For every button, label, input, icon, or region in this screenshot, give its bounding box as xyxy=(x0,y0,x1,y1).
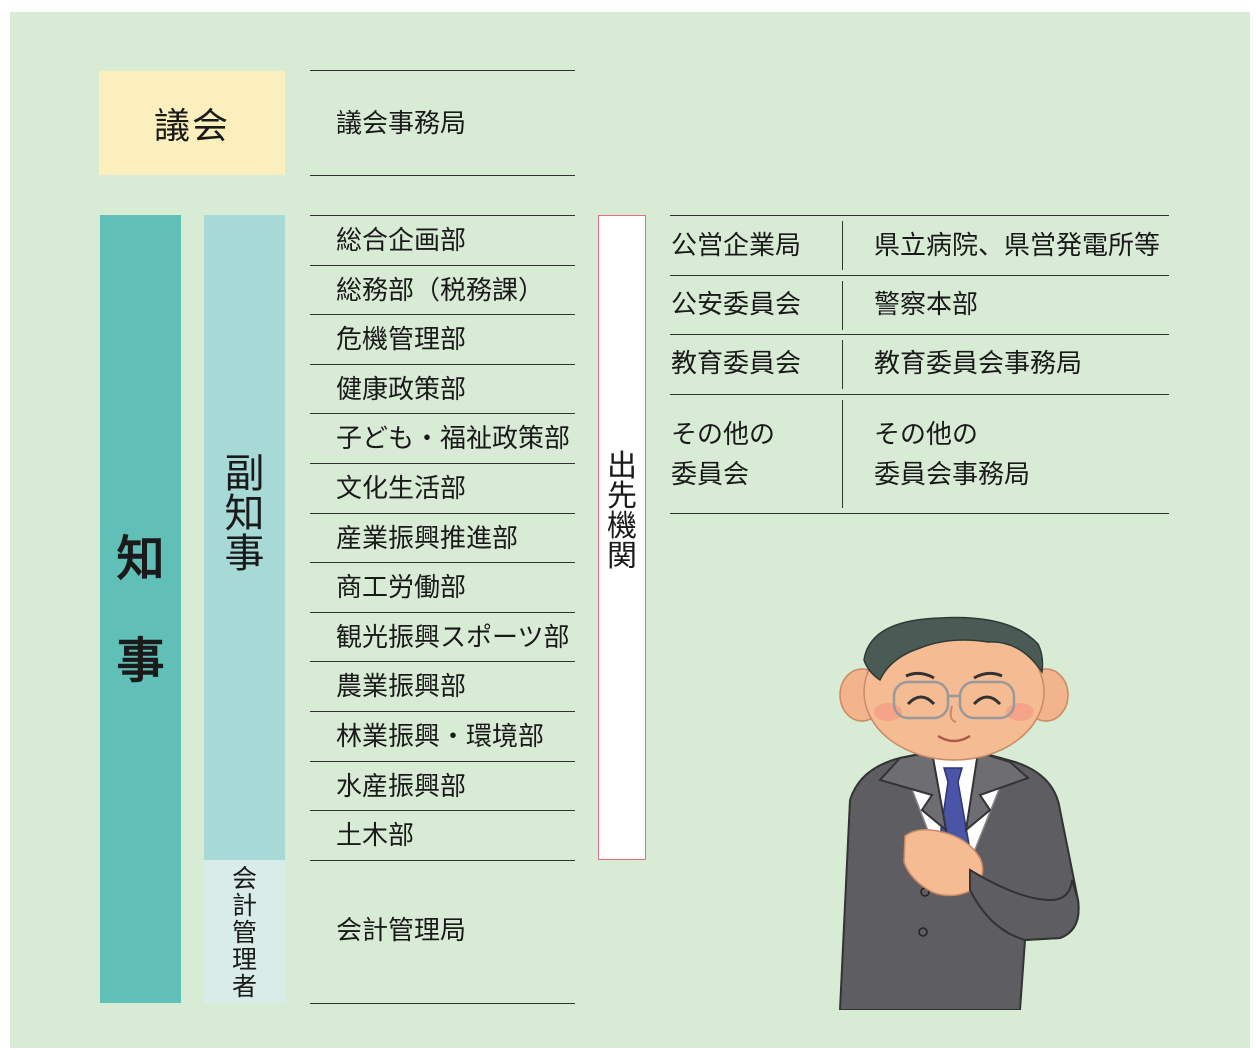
branch-offices-char: 先 xyxy=(607,479,637,514)
vice-governor-char: 副 xyxy=(224,451,265,497)
department-item: 農業振興部 xyxy=(336,672,467,702)
agency-office: 県立病院、県営発電所等 xyxy=(874,231,1161,261)
agency-name: 委員会 xyxy=(671,460,750,490)
department-item: 観光振興スポーツ部 xyxy=(336,623,570,653)
assembly-office: 議会事務局 xyxy=(336,109,467,139)
divider xyxy=(670,513,1169,514)
accounting-manager-char: 計 xyxy=(231,891,257,920)
divider xyxy=(310,661,575,662)
accounting-manager-label: 会 計 管 理 者 xyxy=(204,866,285,1001)
department-item: 総合企画部 xyxy=(336,226,467,256)
branch-offices-box xyxy=(598,215,646,860)
department-item: 危機管理部 xyxy=(336,325,467,355)
assembly-box: 議会 xyxy=(99,71,285,175)
branch-offices-char: 機 xyxy=(607,509,637,544)
divider xyxy=(310,364,575,365)
divider xyxy=(310,1003,575,1004)
divider xyxy=(310,562,575,563)
department-item: 文化生活部 xyxy=(336,474,467,504)
divider xyxy=(310,314,575,315)
department-item: 子ども・福祉政策部 xyxy=(336,424,571,454)
department-item: 水産振興部 xyxy=(336,772,467,802)
divider xyxy=(310,860,575,861)
divider xyxy=(310,175,575,176)
department-item: 土木部 xyxy=(336,821,415,851)
accounting-manager-box xyxy=(204,860,285,1003)
department-item: 健康政策部 xyxy=(336,375,467,405)
agency-name: その他の xyxy=(671,420,776,450)
assembly-label: 議会 xyxy=(153,106,230,147)
department-item: 総務部（税務課） xyxy=(336,276,545,306)
column-divider xyxy=(842,400,843,508)
accounting-manager-char: 管 xyxy=(231,918,257,947)
accounting-office: 会計管理局 xyxy=(336,916,467,946)
divider xyxy=(310,215,575,216)
accounting-manager-char: 者 xyxy=(231,972,257,1001)
divider xyxy=(310,413,575,414)
vice-governor-label: 副 知 事 xyxy=(204,454,285,574)
department-item: 産業振興推進部 xyxy=(336,524,519,554)
divider xyxy=(310,761,575,762)
vice-governor-char: 知 xyxy=(224,491,265,537)
column-divider xyxy=(842,340,843,389)
agency-name: 公営企業局 xyxy=(671,231,802,261)
agency-name: 公安委員会 xyxy=(671,290,802,320)
divider xyxy=(670,215,1169,216)
divider xyxy=(310,711,575,712)
governor-char-1: 知 xyxy=(116,531,165,587)
agency-office: 教育委員会事務局 xyxy=(874,349,1083,379)
divider xyxy=(310,265,575,266)
column-divider xyxy=(842,221,843,270)
divider xyxy=(670,334,1169,335)
accounting-manager-char: 理 xyxy=(231,945,257,974)
vice-governor-char: 事 xyxy=(224,531,265,577)
branch-offices-char: 関 xyxy=(607,539,637,574)
divider xyxy=(310,70,575,71)
branch-offices-label: 出 先 機 関 xyxy=(598,452,646,572)
divider xyxy=(310,463,575,464)
agency-office: 委員会事務局 xyxy=(874,460,1031,490)
divider xyxy=(310,810,575,811)
divider xyxy=(310,612,575,613)
governor-char-2: 事 xyxy=(116,633,165,689)
divider xyxy=(670,394,1169,395)
divider xyxy=(310,513,575,514)
governor-box xyxy=(100,215,181,1003)
column-divider xyxy=(842,281,843,330)
accounting-manager-char: 会 xyxy=(231,864,257,893)
divider xyxy=(670,275,1169,276)
agency-office: 警察本部 xyxy=(874,290,979,320)
agency-office: その他の xyxy=(874,420,979,450)
smiling-businessman-icon xyxy=(838,616,1080,1010)
vice-governor-box xyxy=(204,215,285,860)
department-item: 商工労働部 xyxy=(336,573,467,603)
department-item: 林業振興・環境部 xyxy=(336,722,545,752)
agency-name: 教育委員会 xyxy=(671,349,802,379)
branch-offices-char: 出 xyxy=(607,449,637,484)
